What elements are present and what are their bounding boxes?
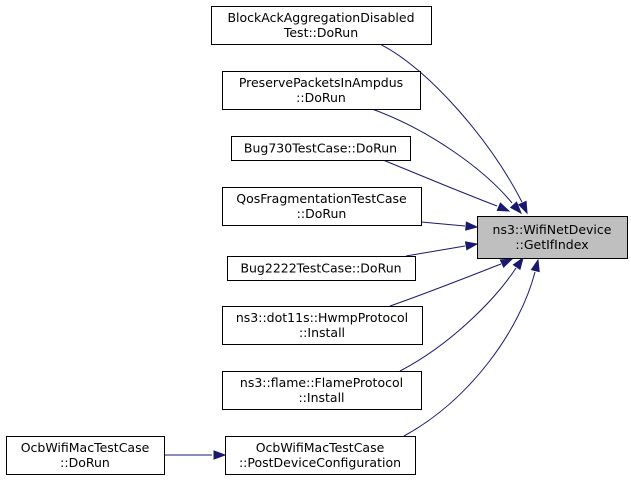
- node-qosfrag[interactable]: QosFragmentationTestCase::DoRun: [222, 187, 422, 226]
- node-label-line: ::Install: [298, 390, 344, 405]
- node-label-line: ::DoRun: [297, 206, 347, 221]
- edge-line: [420, 221, 466, 227]
- arrowhead: [464, 241, 479, 251]
- arrowhead: [499, 258, 514, 269]
- node-label-line: ::DoRun: [60, 455, 110, 470]
- edge-line: [382, 159, 498, 207]
- node-preserve[interactable]: PreservePacketsInAmpdus::DoRun: [222, 71, 421, 110]
- node-ocbpost[interactable]: OcbWifiMacTestCase::PostDeviceConfigurat…: [225, 436, 416, 475]
- edge-preserve-to-getifindex: [371, 108, 522, 215]
- node-layer: BlockAckAggregationDisabledTest::DoRunPr…: [6, 6, 628, 475]
- edge-ocbpost-to-getifindex: [403, 258, 540, 437]
- arrowhead: [496, 202, 511, 212]
- edge-line: [399, 267, 517, 372]
- arrowhead: [509, 201, 522, 215]
- node-bug2222[interactable]: Bug2222TestCase::DoRun: [227, 256, 416, 281]
- node-box: [211, 6, 432, 45]
- node-flame[interactable]: ns3::flame::FlameProtocol::Install: [222, 371, 422, 410]
- node-label-line: ::PostDeviceConfiguration: [239, 455, 401, 470]
- node-label-line: OcbWifiMacTestCase: [256, 440, 385, 455]
- node-box: [222, 371, 422, 410]
- arrowhead: [213, 450, 227, 460]
- edge-qosfrag-to-getifindex: [420, 221, 479, 231]
- edge-layer: [164, 43, 540, 460]
- node-label-line: ::Install: [299, 325, 345, 340]
- node-label-line: Bug2222TestCase::DoRun: [240, 261, 401, 276]
- node-box: [225, 436, 416, 475]
- edge-line: [403, 271, 536, 437]
- node-label-line: Bug730TestCase::DoRun: [244, 141, 397, 156]
- edge-hwmp-to-getifindex: [389, 258, 514, 307]
- node-bug730[interactable]: Bug730TestCase::DoRun: [231, 136, 411, 161]
- arrowhead: [512, 256, 524, 271]
- node-getifindex[interactable]: ns3::WifiNetDevice::GetIfIndex: [477, 216, 628, 259]
- edge-line: [405, 245, 466, 257]
- node-label-line: ::DoRun: [296, 90, 346, 105]
- edge-flame-to-getifindex: [399, 256, 524, 372]
- edge-bug730-to-getifindex: [382, 159, 511, 212]
- node-label-line: OcbWifiMacTestCase: [21, 440, 150, 455]
- node-box: [477, 216, 628, 259]
- node-box: [231, 136, 411, 161]
- edge-bug2222-to-getifindex: [405, 241, 479, 257]
- node-label-line: BlockAckAggregationDisabled: [227, 10, 414, 25]
- node-box: [222, 71, 421, 110]
- node-ocbdorun[interactable]: OcbWifiMacTestCase::DoRun: [6, 436, 165, 475]
- edge-blockack-to-getifindex: [379, 43, 528, 215]
- node-label-line: ns3::WifiNetDevice: [493, 222, 612, 237]
- node-box: [6, 436, 165, 475]
- node-box: [222, 306, 423, 345]
- edge-line: [379, 43, 523, 203]
- node-box: [222, 187, 422, 226]
- node-label-line: Test::DoRun: [283, 25, 358, 40]
- arrowhead: [465, 221, 479, 231]
- node-label-line: ns3::dot11s::HwmpProtocol: [236, 310, 408, 325]
- node-label-line: PreservePacketsInAmpdus: [239, 75, 403, 90]
- edge-line: [371, 108, 513, 204]
- node-label-line: QosFragmentationTestCase: [236, 191, 407, 206]
- node-box: [227, 256, 416, 281]
- edge-line: [389, 263, 502, 307]
- arrowhead: [530, 258, 540, 273]
- edge-ocbdorun-to-ocbpost: [164, 450, 227, 460]
- arrowhead: [517, 200, 528, 215]
- node-hwmp[interactable]: ns3::dot11s::HwmpProtocol::Install: [222, 306, 423, 345]
- node-label-line: ::GetIfIndex: [515, 237, 588, 252]
- node-label-line: ns3::flame::FlameProtocol: [240, 375, 403, 390]
